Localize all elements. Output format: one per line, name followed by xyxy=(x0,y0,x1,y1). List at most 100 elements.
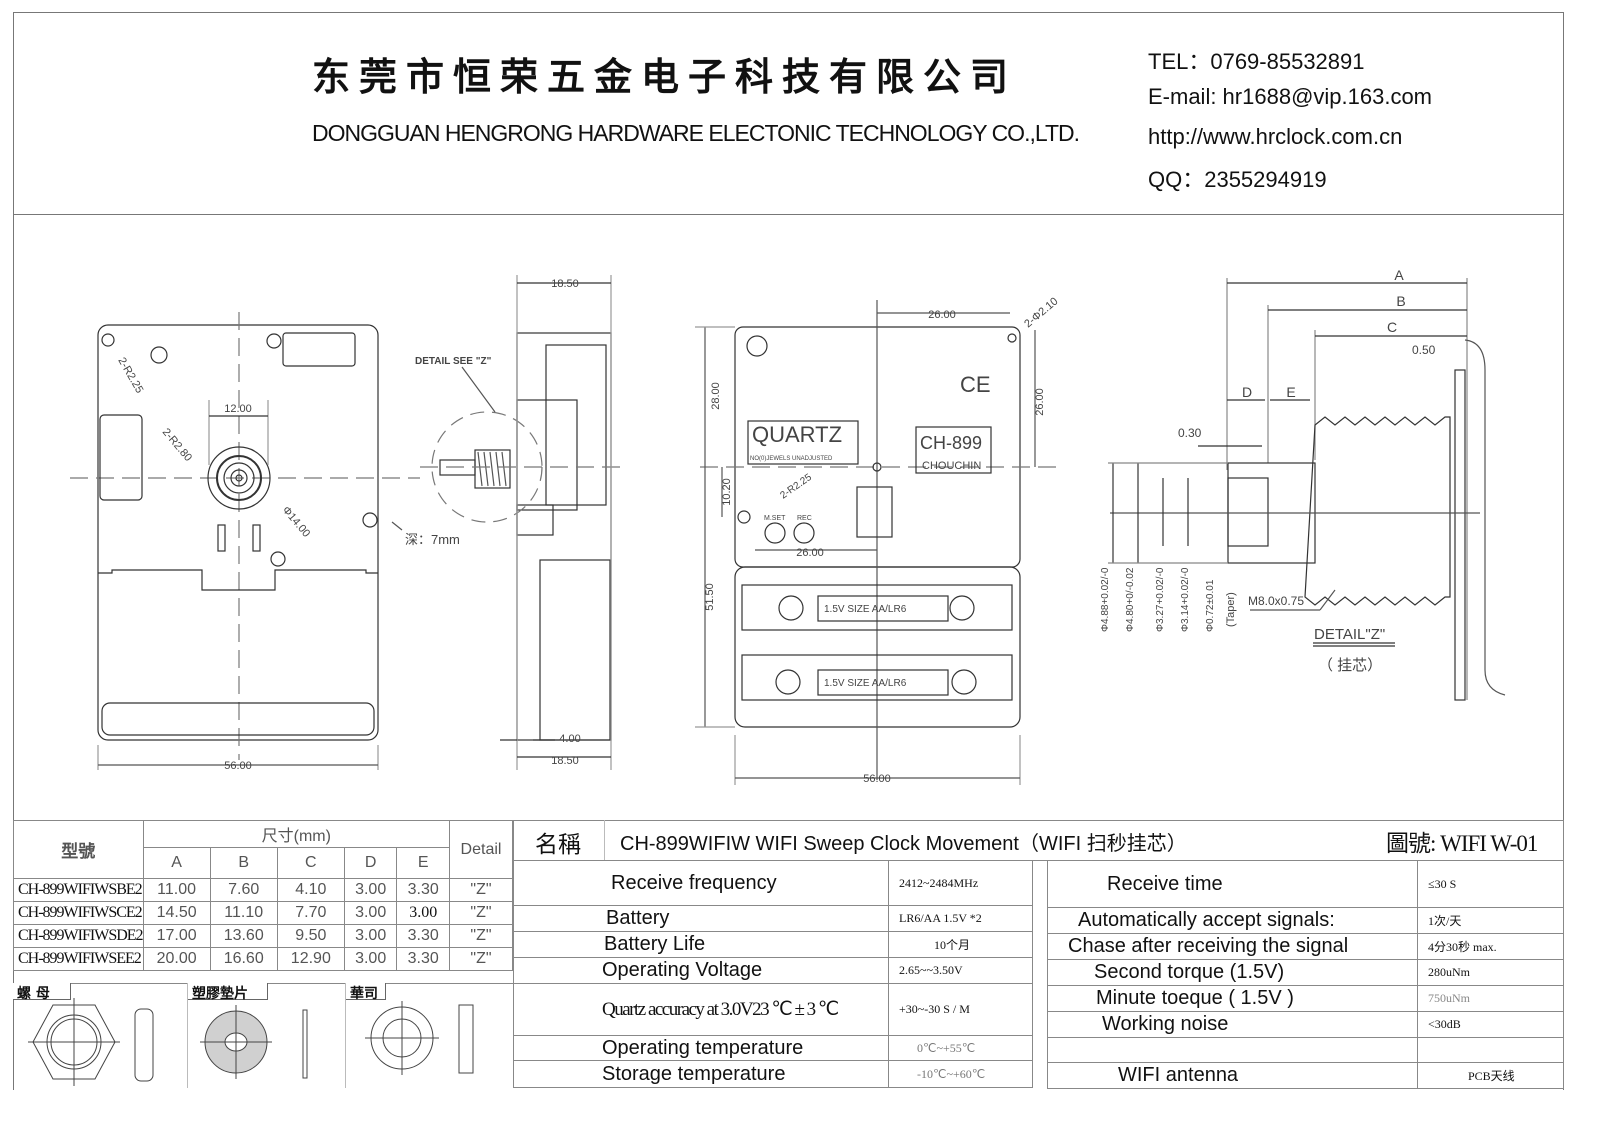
spec-row: Working noise<30dB xyxy=(1047,1011,1564,1038)
spec-value: <30dB xyxy=(1417,1011,1564,1038)
spec-row: Second torque (1.5V)280uNm xyxy=(1047,959,1564,986)
model-header: 型號 xyxy=(13,820,144,879)
contact-email: E-mail: hr1688@vip.163.com xyxy=(1148,84,1433,109)
part-label-plastic-washer: 塑膠墊片 xyxy=(188,983,268,1002)
value-cell: 3.00 xyxy=(343,901,398,925)
washer-drawing xyxy=(365,1001,474,1075)
spec-value: 1次/天 xyxy=(1417,907,1564,934)
value-cell: 14.50 xyxy=(142,901,211,925)
part-label-nut: 螺 母 xyxy=(13,983,71,1002)
value-cell: 7.70 xyxy=(276,901,345,925)
value-cell: 3.00 xyxy=(343,947,398,971)
col-header-b: B xyxy=(209,847,278,879)
spec-value: 280uNm xyxy=(1417,959,1564,986)
spec-value: 4分30秒 max. xyxy=(1417,933,1564,960)
spec-label: Automatically accept signals: xyxy=(1047,907,1418,934)
value-cell: 3.30 xyxy=(396,924,450,948)
value-cell: 11.00 xyxy=(142,878,211,902)
company-name-en: DONGGUAN HENGRONG HARDWARE ELECTONIC TEC… xyxy=(312,120,1080,146)
spec-value: 10个月 xyxy=(888,931,1033,958)
value-cell: 3.30 xyxy=(396,878,450,902)
spec-value: 750uNm xyxy=(1417,985,1564,1012)
contact-qq: QQ：2355294919 xyxy=(1148,167,1327,192)
detail-cell: "Z" xyxy=(449,878,513,902)
value-cell: 17.00 xyxy=(142,924,211,948)
spec-value: 0℃~+55℃ xyxy=(888,1035,1033,1061)
spec-label: Chase after receiving the signal xyxy=(1047,933,1418,960)
spec-value: 2.65~~3.50V xyxy=(888,957,1033,984)
spec-row: Minute toeque ( 1.5V )750uNm xyxy=(1047,985,1564,1012)
spec-row: Storage temperature-10℃~+60℃ xyxy=(513,1060,1033,1088)
model-cell: CH-899WIFIWSBE2 xyxy=(13,878,144,902)
contact-website: http://www.hrclock.com.cn xyxy=(1148,124,1403,149)
spec-label: WIFI antenna xyxy=(1047,1062,1418,1089)
spec-label: Battery Life xyxy=(513,931,889,958)
title-block xyxy=(513,820,1564,861)
drawing-number: 圖號: WIFI W-01 xyxy=(1386,831,1538,856)
spec-row: Receive time≤30 S xyxy=(1047,860,1564,908)
detail-header: Detail xyxy=(449,820,513,879)
spec-row: Quartz accuracy at 3.0V23 ℃ ± 3 ℃+30~-30… xyxy=(513,983,1033,1036)
spec-label: Battery xyxy=(513,905,889,932)
col-header-c: C xyxy=(276,847,345,879)
col-header-e: E xyxy=(396,847,450,879)
detail-cell: "Z" xyxy=(449,924,513,948)
value-cell: 3.30 xyxy=(396,947,450,971)
spec-label: Receive time xyxy=(1047,860,1418,908)
size-header: 尺寸(mm) xyxy=(142,820,451,848)
spec-label: Operating Voltage xyxy=(513,957,889,984)
part-label-washer: 華司 xyxy=(346,983,386,1002)
model-cell: CH-899WIFIWSDE2 xyxy=(13,924,144,948)
plastic-washer-drawing xyxy=(200,1005,308,1079)
value-cell: 3.00 xyxy=(396,901,450,925)
col-header-a: A xyxy=(142,847,211,879)
parts-divider xyxy=(187,983,188,1088)
spec-label: Second torque (1.5V) xyxy=(1047,959,1418,986)
spec-label: Receive frequency xyxy=(513,860,889,906)
title-divider xyxy=(604,820,605,861)
value-cell: 4.10 xyxy=(276,878,345,902)
value-cell: 12.90 xyxy=(276,947,345,971)
spec-label: Working noise xyxy=(1047,1011,1418,1038)
col-header-d: D xyxy=(343,847,398,879)
spec-value: PCB天线 xyxy=(1417,1062,1564,1089)
value-cell: 3.00 xyxy=(343,924,398,948)
spec-value: -10℃~+60℃ xyxy=(888,1060,1033,1088)
value-cell: 13.60 xyxy=(209,924,278,948)
spec-value: LR6/AA 1.5V *2 xyxy=(888,905,1033,932)
spec-row: Automatically accept signals:1次/天 xyxy=(1047,907,1564,934)
product-title: CH-899WIFIW WIFI Sweep Clock Movement（WI… xyxy=(620,833,1187,855)
detail-cell: "Z" xyxy=(449,947,513,971)
value-cell: 7.60 xyxy=(209,878,278,902)
name-label: 名稱 xyxy=(535,832,581,858)
company-name-cn: 东莞市恒荣五金电子科技有限公司 xyxy=(312,54,1018,99)
value-cell: 20.00 xyxy=(142,947,211,971)
spec-row-empty xyxy=(1047,1037,1564,1063)
spec-label: Minute toeque ( 1.5V ) xyxy=(1047,985,1418,1012)
header-divider xyxy=(13,214,1564,215)
value-cell: 16.60 xyxy=(209,947,278,971)
parts-drawings xyxy=(28,998,474,1086)
spec-value: ≤30 S xyxy=(1417,860,1564,908)
spec-value: 2412~2484MHz xyxy=(888,860,1033,906)
value-cell: 11.10 xyxy=(209,901,278,925)
model-cell: CH-899WIFIWSEE2 xyxy=(13,947,144,971)
spec-value: +30~-30 S / M xyxy=(888,983,1033,1036)
detail-cell: "Z" xyxy=(449,901,513,925)
value-cell: 9.50 xyxy=(276,924,345,948)
size-table: 型號 尺寸(mm) Detail A B C D E CH-899WIFIWSB… xyxy=(13,820,513,971)
contact-tel: TEL：0769-85532891 xyxy=(1148,49,1365,74)
specs-table-right: Receive time≤30 S Automatically accept s… xyxy=(1047,860,1564,1089)
